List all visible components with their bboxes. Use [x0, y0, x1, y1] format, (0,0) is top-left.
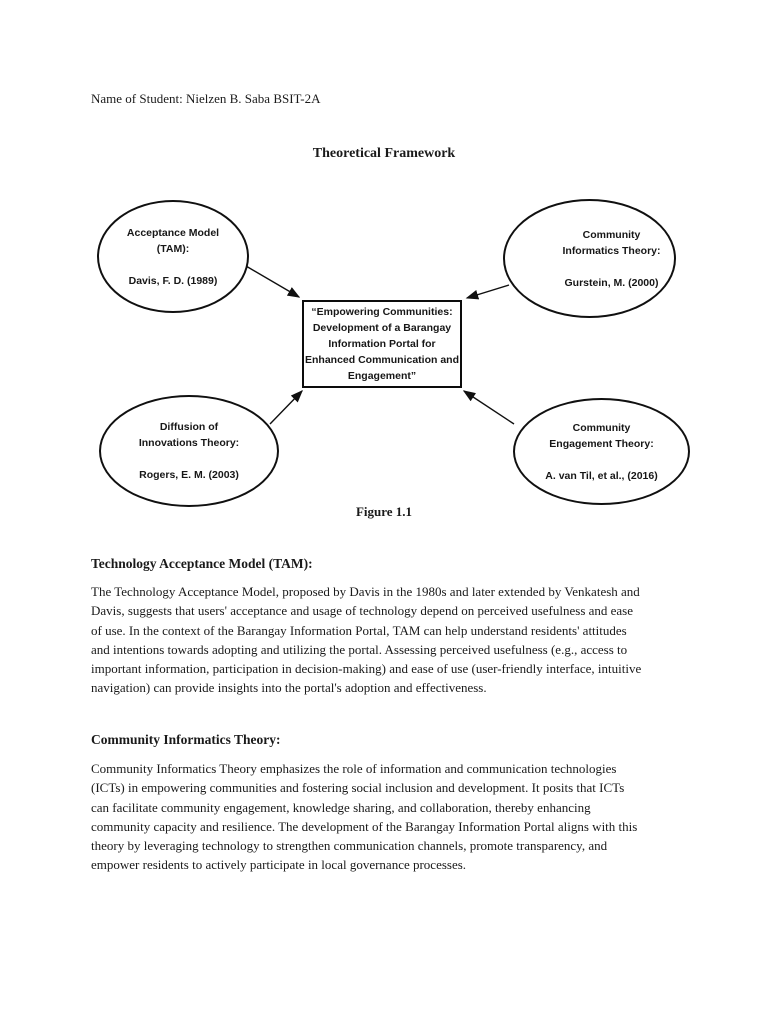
- figure-caption: Figure 1.1: [355, 504, 413, 519]
- section-paragraph-tam: The Technology Acceptance Model, propose…: [91, 584, 642, 696]
- arrow-tam-to-box: [245, 265, 301, 298]
- section-heading-tam: Technology Acceptance Model (TAM):: [91, 556, 313, 571]
- ellipse-diffusion-of-innovations-theory: Diffusion of Innovations Theory: Rogers,…: [99, 395, 279, 507]
- arrow-informatics-to-box: [465, 284, 510, 300]
- ellipse-community-engagement-theory: Community Engagement Theory: A. van Til,…: [513, 398, 690, 505]
- section-paragraph-community-informatics: Community Informatics Theory emphasizes …: [91, 761, 638, 873]
- section-heading-community-informatics: Community Informatics Theory:: [91, 732, 281, 747]
- central-title-box: “Empowering Communities: Development of …: [302, 300, 462, 388]
- arrow-diffusion-to-box: [269, 389, 303, 425]
- student-name-line: Name of Student: Nielzen B. Saba BSIT-2A: [91, 91, 321, 106]
- ellipse-technology-acceptance-model: Acceptance Model (TAM): Davis, F. D. (19…: [97, 200, 249, 313]
- ellipse-community-informatics-theory: Community Informatics Theory: Gurstein, …: [503, 199, 676, 318]
- page-title: Theoretical Framework: [312, 146, 456, 161]
- arrow-engagement-to-box: [462, 390, 515, 425]
